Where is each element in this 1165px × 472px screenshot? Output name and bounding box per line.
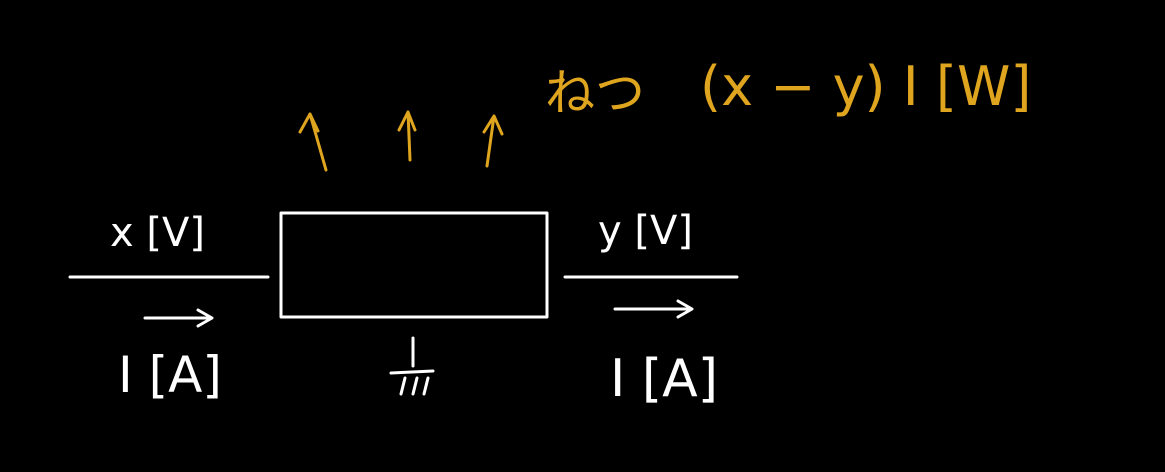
arrow-up-icon	[397, 110, 417, 162]
resistor-box	[279, 211, 549, 319]
input-voltage-label: x [V]	[110, 210, 205, 256]
output-voltage-label: y [V]	[598, 208, 693, 254]
ground-icon	[389, 336, 435, 396]
arrow-right-icon	[613, 299, 694, 319]
arrow-up-icon	[298, 112, 328, 172]
input-current-label: I [A]	[118, 346, 222, 404]
heat-formula-label: (x − y) I [W]	[700, 55, 1031, 118]
arrow-up-icon	[482, 114, 504, 168]
heat-kanji-label: ねつ	[545, 64, 645, 122]
output-current-label: I [A]	[610, 349, 718, 409]
arrow-right-icon	[143, 308, 214, 328]
